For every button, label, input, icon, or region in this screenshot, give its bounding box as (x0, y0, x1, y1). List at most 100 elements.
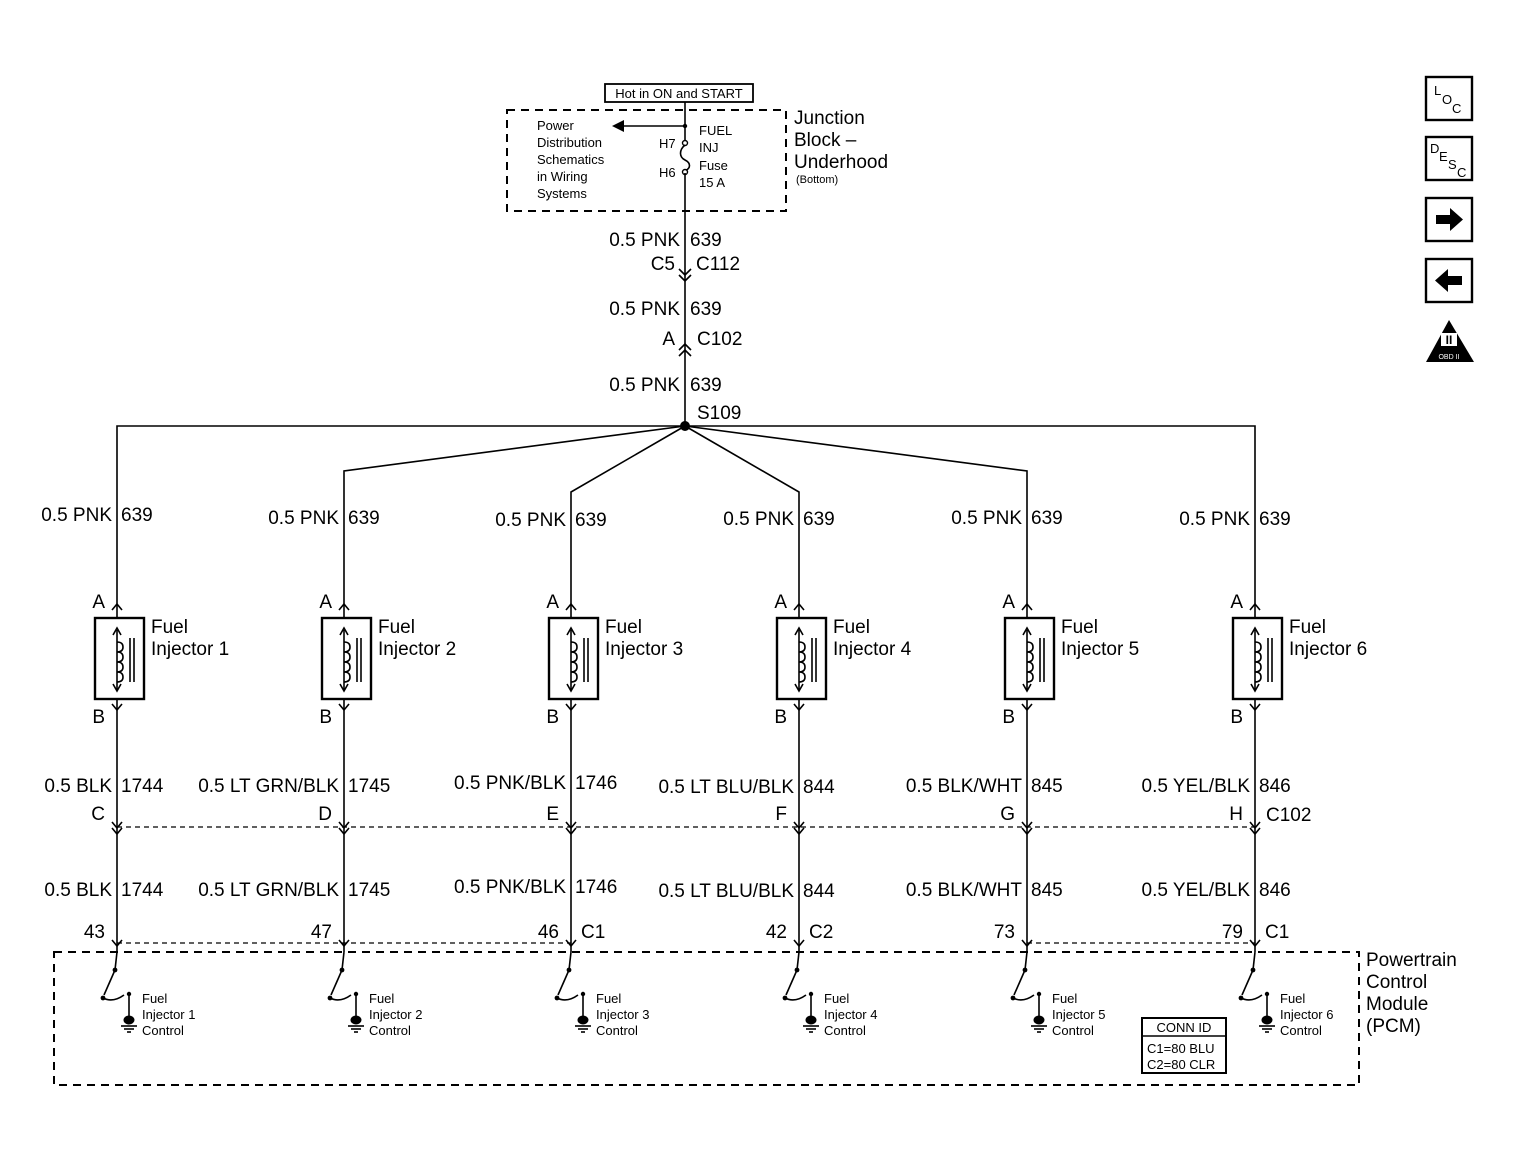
c102-pin: D (318, 804, 332, 825)
pcm-circuit-number: 844 (803, 881, 835, 902)
feed2-circuit: 639 (690, 299, 722, 320)
junction-block-label: Junction Block – Underhood (Bottom) (794, 108, 888, 186)
pcm-circuit-number: 1746 (575, 877, 617, 898)
pcm-label-line1: Fuel (824, 991, 849, 1006)
junction-block-box (506, 109, 787, 212)
pcm-label-line3: Control (596, 1023, 638, 1038)
pcm-wire-color: 0.5 BLK/WHT (906, 880, 1023, 901)
conn-id-box: CONN ID C1=80 BLU C2=80 CLR (1141, 1017, 1227, 1074)
svg-text:C: C (1452, 101, 1461, 116)
feed-circuit-number: 639 (121, 505, 153, 526)
ctrl-wire-color: 0.5 PNK/BLK (454, 773, 566, 794)
fuse-pin-h6: H6 (659, 165, 676, 180)
injector-name-line1: Fuel (1061, 617, 1098, 638)
desc-button[interactable]: D E S C (1424, 135, 1474, 182)
prev-button[interactable] (1424, 257, 1474, 304)
c102-connector-label: C102 (1266, 805, 1311, 826)
svg-text:FUEL: FUEL (699, 123, 732, 138)
svg-text:Distribution: Distribution (537, 135, 602, 150)
feed1-wire: 0.5 PNK (609, 230, 680, 251)
pcm-pin: 47 (311, 922, 332, 943)
pcm-label-line1: Fuel (142, 991, 167, 1006)
injector-pin-a: A (92, 592, 105, 613)
ground-icon (1033, 1015, 1045, 1025)
feed3-wire: 0.5 PNK (609, 375, 680, 396)
svg-text:Block –: Block – (794, 130, 857, 151)
pcm-wire-color: 0.5 YEL/BLK (1142, 880, 1251, 901)
feed-wire-color: 0.5 PNK (41, 505, 112, 526)
svg-text:D: D (1430, 141, 1439, 156)
svg-text:Powertrain: Powertrain (1366, 950, 1457, 971)
injector-pin-a: A (1002, 592, 1015, 613)
feed1-connector: C112 (696, 254, 740, 275)
pcm-circuit-number: 1744 (121, 880, 164, 901)
injector-pin-b: B (774, 707, 787, 728)
svg-text:E: E (1439, 149, 1448, 164)
feed-circuit-number: 639 (1031, 508, 1063, 529)
pcm-wire-color: 0.5 PNK/BLK (454, 877, 566, 898)
ctrl-circuit-number: 1746 (575, 773, 617, 794)
pcm-label-line3: Control (1280, 1023, 1322, 1038)
pcm-connector: C1 (581, 922, 605, 943)
driver-switch-icon (557, 969, 570, 996)
feed3-circuit: 639 (690, 375, 722, 396)
pcm-pin: 43 (84, 922, 105, 943)
injector-pin-b: B (92, 707, 105, 728)
injector-pin-a: A (1230, 592, 1243, 613)
injector-name-line1: Fuel (605, 617, 642, 638)
pcm-label-line3: Control (824, 1023, 866, 1038)
feed-circuit-number: 639 (348, 508, 380, 529)
svg-text:OBD II: OBD II (1438, 354, 1459, 361)
hot-label-box (604, 83, 754, 103)
injector-pin-b: B (546, 707, 559, 728)
svg-text:INJ: INJ (699, 140, 719, 155)
ctrl-wire-color: 0.5 YEL/BLK (1142, 776, 1251, 797)
feed2-wire: 0.5 PNK (609, 299, 680, 320)
c102-pin: E (546, 804, 559, 825)
next-button[interactable] (1424, 196, 1474, 243)
coil-icon (570, 641, 578, 683)
ground-icon (805, 1015, 817, 1025)
feed-wire-color: 0.5 PNK (723, 509, 794, 530)
svg-text:S: S (1448, 157, 1457, 172)
pcm-wire-color: 0.5 BLK (44, 880, 112, 901)
pcm-connector: C1 (1265, 922, 1289, 943)
ground-icon (1261, 1015, 1273, 1025)
feed-circuit-number: 639 (575, 510, 607, 531)
driver-switch-icon (1241, 969, 1254, 996)
coil-icon (116, 641, 124, 683)
c102-pin: C (91, 804, 105, 825)
fuse-label: FUEL INJ Fuse 15 A (699, 123, 732, 190)
pcm-wire-color: 0.5 LT BLU/BLK (658, 881, 794, 902)
svg-text:Module: Module (1366, 994, 1428, 1015)
svg-text:Control: Control (1366, 972, 1427, 993)
pcm-label-line2: Injector 1 (142, 1007, 195, 1022)
c102-pin: H (1229, 804, 1243, 825)
splice-label: S109 (697, 403, 741, 424)
svg-text:II: II (1446, 333, 1453, 347)
injector-name-line2: Injector 1 (151, 639, 229, 660)
ctrl-circuit-number: 1745 (348, 776, 390, 797)
ground-icon (123, 1015, 135, 1025)
svg-text:(PCM): (PCM) (1366, 1016, 1421, 1037)
obd-ii-button[interactable]: II OBD II (1426, 320, 1474, 362)
driver-switch-icon (1013, 969, 1026, 996)
pcm-title: Powertrain Control Module (PCM) (1366, 950, 1457, 1037)
svg-text:CONN ID: CONN ID (1157, 1020, 1212, 1035)
ctrl-circuit-number: 1744 (121, 776, 164, 797)
loc-button[interactable]: L O C (1424, 75, 1474, 122)
pcm-label-line1: Fuel (596, 991, 621, 1006)
injector-pin-b: B (1230, 707, 1243, 728)
right-arrow-icon (1436, 208, 1463, 231)
left-arrow-icon (1435, 269, 1462, 292)
ctrl-circuit-number: 845 (1031, 776, 1063, 797)
pcm-circuit-number: 845 (1031, 880, 1063, 901)
injector-pin-b: B (319, 707, 332, 728)
svg-text:in Wiring: in Wiring (537, 169, 588, 184)
pcm-wire-color: 0.5 LT GRN/BLK (198, 880, 339, 901)
coil-icon (1026, 641, 1034, 683)
